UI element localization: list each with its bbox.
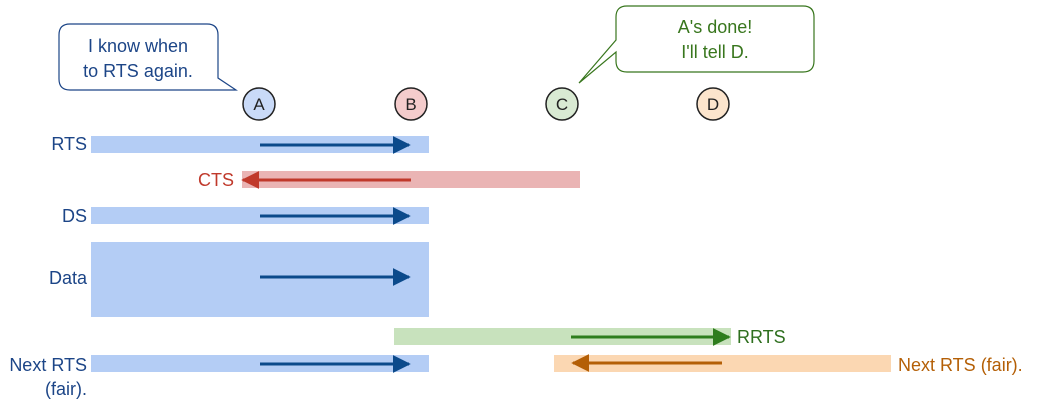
next-rts-d-row: Next RTS (fair). bbox=[554, 354, 1023, 375]
ds-label: DS bbox=[62, 206, 87, 226]
rrts-bar bbox=[394, 328, 731, 345]
node-d-label: D bbox=[707, 95, 719, 114]
ds-row: DS bbox=[62, 206, 429, 226]
node-a-label: A bbox=[253, 95, 265, 114]
cts-label: CTS bbox=[198, 170, 234, 190]
node-c: C bbox=[545, 87, 579, 121]
speech-bubble-a-line2: to RTS again. bbox=[83, 61, 193, 81]
rrts-label: RRTS bbox=[737, 327, 786, 347]
cts-row: CTS bbox=[198, 170, 580, 190]
node-c-label: C bbox=[556, 95, 568, 114]
speech-bubble-a-line1: I know when bbox=[88, 36, 188, 56]
next-rts-d-label: Next RTS (fair). bbox=[898, 355, 1023, 375]
next-rts-a-label-line2: (fair). bbox=[45, 379, 87, 399]
data-bar bbox=[91, 242, 429, 317]
next-rts-a-label-line1: Next RTS bbox=[9, 355, 87, 375]
speech-bubble-c-line2: I'll tell D. bbox=[681, 42, 748, 62]
speech-bubble-c: A's done! I'll tell D. bbox=[578, 5, 815, 84]
rrts-row: RRTS bbox=[394, 327, 786, 347]
speech-bubble-c-line1: A's done! bbox=[678, 17, 753, 37]
speech-bubble-a: I know when to RTS again. bbox=[58, 23, 238, 91]
rts-row: RTS bbox=[51, 134, 429, 154]
next-rts-d-bar bbox=[554, 355, 891, 372]
node-a: A bbox=[242, 87, 276, 121]
node-b-label: B bbox=[405, 95, 416, 114]
node-d: D bbox=[696, 87, 730, 121]
data-label: Data bbox=[49, 268, 88, 288]
data-row: Data bbox=[49, 242, 429, 317]
rts-label: RTS bbox=[51, 134, 87, 154]
next-rts-a-row: Next RTS (fair). bbox=[9, 355, 429, 399]
node-b: B bbox=[394, 87, 428, 121]
